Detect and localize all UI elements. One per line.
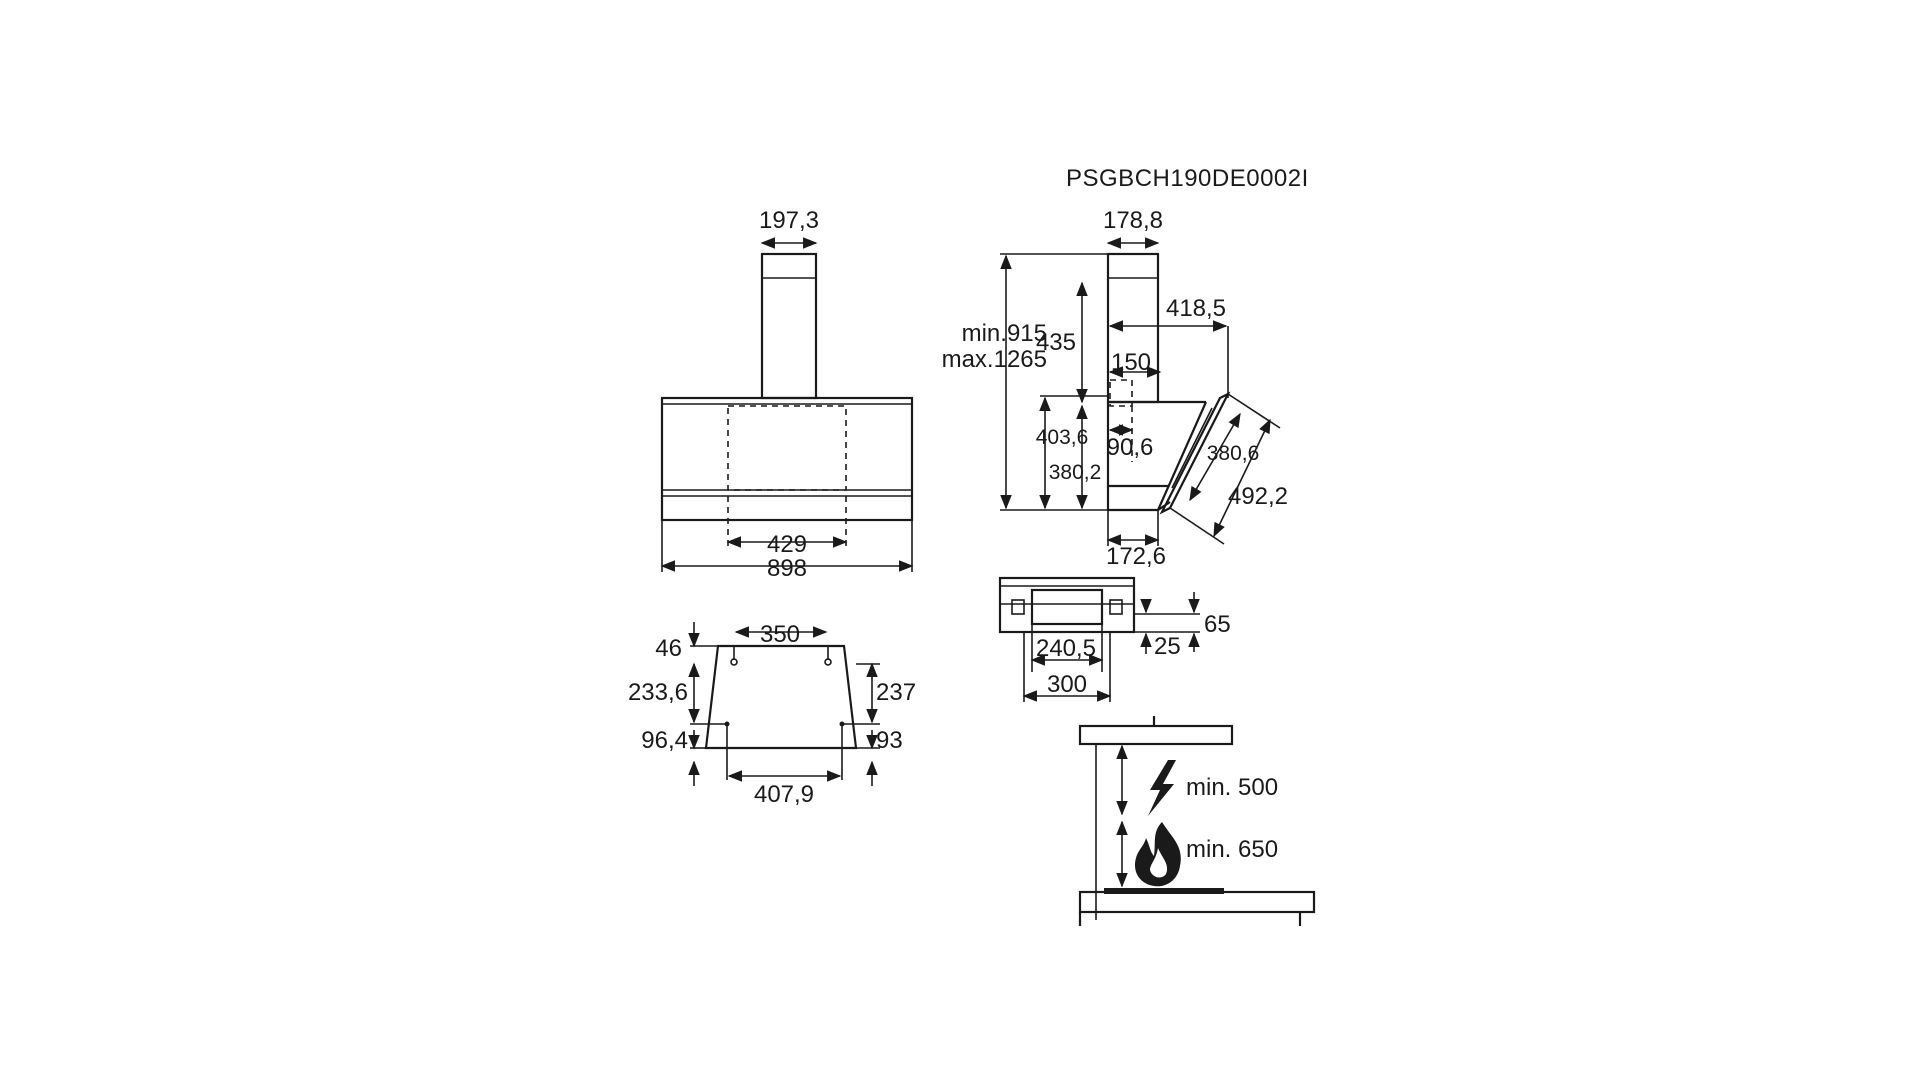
install-hood: [1078, 724, 1234, 746]
bracket-left-bottom: 96,4: [641, 727, 688, 754]
install-gas-min: min. 650: [1186, 836, 1278, 863]
bracket-bottom-width: 407,9: [754, 781, 814, 808]
side-total-depth: 418,5: [1166, 295, 1226, 322]
install-view: min. 500 min. 650: [1078, 716, 1316, 926]
bracket-right-bottom: 93: [876, 727, 903, 754]
model-code: PSGBCH190DE0002I: [1066, 165, 1309, 192]
side-chimney-height: 435: [1036, 329, 1076, 356]
bracket-top-offset: 46: [655, 635, 682, 662]
outlet-offset: 25: [1154, 633, 1181, 660]
front-hidden-box: [727, 405, 847, 491]
bracket-right-height: 237: [876, 679, 916, 706]
bracket-top-width: 350: [760, 621, 800, 648]
side-base-depth: 172,6: [1106, 543, 1166, 570]
front-chimney: [760, 252, 818, 400]
front-view: 197,3 429 898: [660, 207, 914, 582]
bracket-outline: [704, 644, 858, 750]
front-inner-width: 429: [767, 531, 807, 558]
side-body-height-outer: 403,6: [1036, 426, 1089, 449]
outlet-width: 240,5: [1036, 635, 1096, 662]
side-body-height-inner: 380,2: [1049, 461, 1102, 484]
front-body: [660, 396, 914, 522]
flame-icon: [1134, 822, 1181, 887]
side-chimney-depth: 178,8: [1103, 207, 1163, 234]
outlet-height: 65: [1204, 611, 1231, 638]
side-max-height: max.1265: [942, 346, 1047, 373]
bracket-left-height: 233,6: [628, 679, 688, 706]
side-glass-length: 492,2: [1228, 483, 1288, 510]
side-min-height: min.915: [962, 320, 1047, 347]
side-outlet-offset: 150: [1111, 349, 1151, 376]
front-total-width: 898: [767, 555, 807, 582]
outlet-outer-width: 300: [1047, 671, 1087, 698]
side-glass-width: 380,6: [1207, 442, 1260, 465]
lightning-icon: [1148, 760, 1176, 816]
side-view: 178,8 min.915 max.1265 435 418,5 150 403…: [942, 207, 1288, 570]
side-outlet-depth: 90,6: [1107, 434, 1154, 461]
bracket-view: 350 46 233,6 96,4 237 93 407,9: [628, 621, 916, 808]
front-chimney-width: 197,3: [759, 207, 819, 234]
install-cooktop: [1078, 890, 1316, 914]
outlet-outline: [998, 576, 1136, 634]
outlet-view: 240,5 300 65 25: [998, 576, 1231, 702]
install-electric-min: min. 500: [1186, 774, 1278, 801]
